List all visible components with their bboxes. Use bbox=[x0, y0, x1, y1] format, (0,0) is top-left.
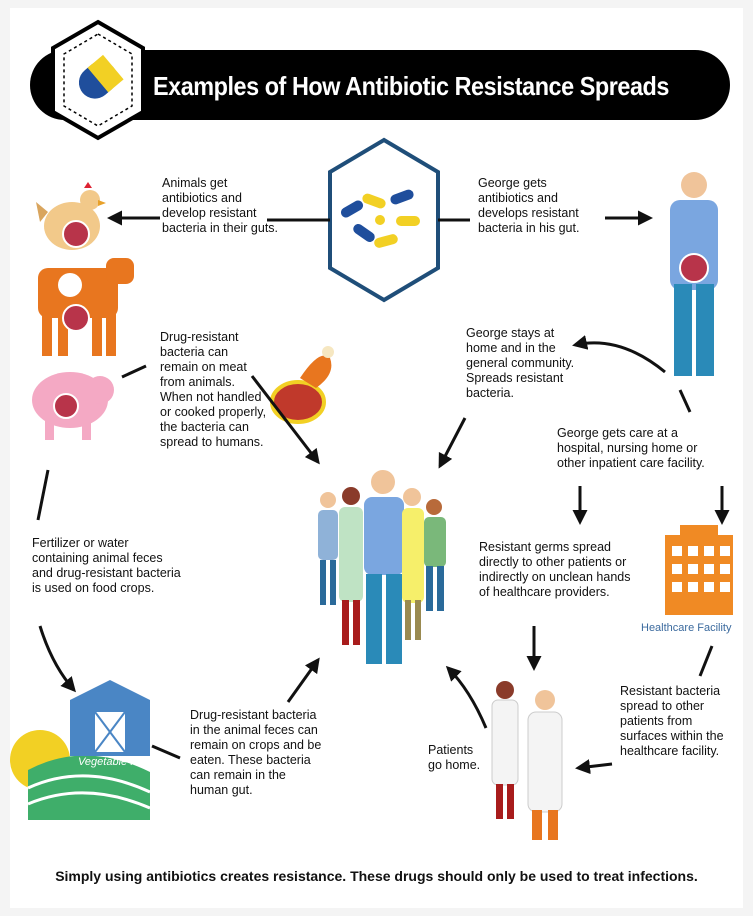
caption-germs: Resistant germs spread directly to other… bbox=[479, 540, 631, 599]
meat-icon bbox=[270, 346, 334, 424]
caption-animals: Animals get antibiotics and develop resi… bbox=[162, 176, 279, 235]
pill-logo-icon bbox=[51, 19, 145, 141]
cow-icon bbox=[38, 258, 134, 356]
page-title: Examples of How Antibiotic Resistance Sp… bbox=[153, 71, 669, 101]
arrow-meat-to-crowd bbox=[250, 375, 320, 465]
caption-facility-spread: Resistant bacteria spread to other patie… bbox=[620, 684, 724, 758]
george-figure-icon bbox=[670, 172, 718, 376]
arrow-facility-to-patients bbox=[575, 759, 613, 775]
caption-hospital: George gets care at a hospital, nursing … bbox=[557, 426, 705, 470]
arrow-home-to-crowd bbox=[438, 417, 467, 469]
caption-fertilizer: Fertilizer or water containing animal fe… bbox=[32, 536, 181, 595]
chicken-icon bbox=[36, 182, 106, 250]
caption-crops: Drug-resistant bacteria in the animal fe… bbox=[190, 708, 322, 797]
healthcare-facility-icon bbox=[665, 525, 733, 615]
arrow-to-farm bbox=[38, 625, 76, 693]
line-farm-crops bbox=[151, 744, 181, 760]
pig-icon bbox=[32, 372, 114, 440]
line-facility-down bbox=[698, 645, 714, 677]
vegetable-farm-label: Vegetable Farm bbox=[78, 756, 156, 768]
healthcare-facility-label: Healthcare Facility bbox=[641, 622, 732, 634]
crowd-icon bbox=[318, 470, 446, 664]
patients-icon bbox=[491, 681, 563, 840]
line-pig-meat bbox=[121, 364, 147, 379]
arrow-george-home bbox=[572, 335, 666, 374]
caption-home: George stays at home and in the general … bbox=[466, 326, 575, 400]
arrow-crops-to-crowd bbox=[286, 657, 320, 703]
line-pig-down bbox=[36, 469, 50, 521]
footer-note: Simply using antibiotics creates resista… bbox=[55, 868, 698, 884]
pill-hexagon-icon bbox=[328, 137, 440, 303]
arrow-patients-to-crowd bbox=[445, 665, 488, 729]
title-bar bbox=[30, 50, 730, 120]
vegetable-farm-icon bbox=[10, 680, 151, 820]
caption-meat: Drug-resistant bacteria can remain on me… bbox=[160, 330, 267, 449]
caption-george: George gets antibiotics and develops res… bbox=[478, 176, 580, 235]
caption-patients-home: Patients go home. bbox=[428, 743, 481, 772]
